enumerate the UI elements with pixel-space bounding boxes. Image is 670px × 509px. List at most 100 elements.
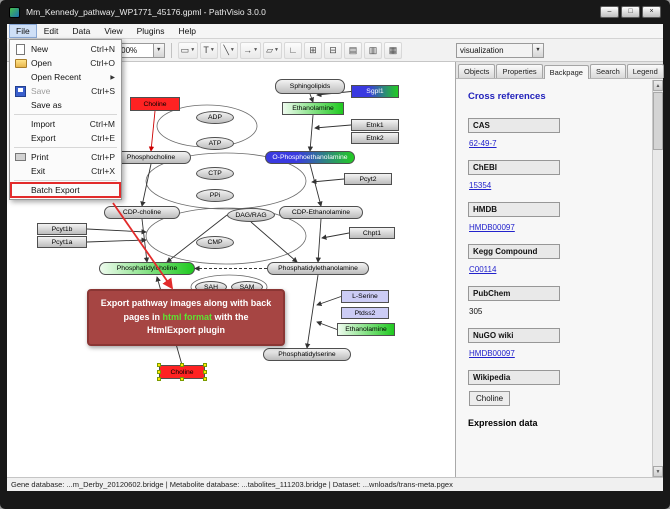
pathway-node-etnk1[interactable]: Etnk1 [351,119,399,131]
menu-item-shortcut: Ctrl+M [89,119,115,129]
file-menu-item-open-recent[interactable]: Open Recent▶ [11,70,120,84]
maximize-button[interactable]: □ [621,6,640,18]
align-horizontal-button[interactable]: ⊞ [303,41,322,59]
shape-tool-button[interactable]: ▱▼ [263,41,282,59]
zoom-select[interactable]: 100% ▼ [112,42,165,58]
visualization-select[interactable]: visualization ▼ [456,42,544,58]
crossref-link[interactable]: HMDB00097 [469,349,515,358]
chevron-down-icon: ▼ [209,47,215,53]
crossref-link[interactable]: HMDB00097 [469,223,515,232]
pathway-node-etnk2[interactable]: Etnk2 [351,132,399,144]
menu-item-icon-slot [13,132,28,144]
tab-backpage[interactable]: Backpage [543,65,589,79]
tab-objects[interactable]: Objects [458,64,496,78]
crossref-link[interactable]: 15354 [469,181,492,190]
pathway-node-sphingolipids[interactable]: Sphingolipids [275,79,345,94]
close-button[interactable]: × [642,6,661,18]
menu-item-shortcut: Ctrl+S [91,86,115,96]
title-bar: Mm_Kennedy_pathway_WP1771_45176.gpml - P… [0,0,670,24]
file-menu-item-batch-export[interactable]: Batch Export [10,182,121,198]
file-menu-item-save-as[interactable]: Save as [11,98,120,112]
menu-plugins[interactable]: Plugins [136,26,165,36]
align-top-button[interactable]: ▥ [363,41,382,59]
backpage-section-chebi: ChEBI 15354 [468,160,651,190]
pathway-node-ctp[interactable]: CTP [196,167,234,180]
pathway-node-chpt1[interactable]: Chpt1 [349,227,395,239]
menu-help[interactable]: Help [178,26,196,36]
line-tool-icon: ╲ [223,44,229,55]
backpage-section-header: ChEBI [468,160,560,175]
scrollbar[interactable]: ▲ ▼ [652,80,663,477]
pathway-node-l_serine[interactable]: L-Serine [341,290,389,303]
menu-item-icon-slot [13,71,28,83]
tab-properties[interactable]: Properties [496,64,543,78]
selection-handle[interactable] [203,363,207,367]
menu-item-shortcut: Ctrl+O [90,58,115,68]
pathway-node-choline_top[interactable]: Choline [130,97,180,111]
selection-handle[interactable] [203,377,207,381]
align-vertical-button[interactable]: ⊟ [323,41,342,59]
pathway-node-ethanolamine_right[interactable]: Ethanolamine [337,323,395,336]
pathway-node-phosphatidylserine[interactable]: Phosphatidylserine [263,348,351,361]
pathway-node-pcyt2[interactable]: Pcyt2 [344,173,392,185]
selection-handle[interactable] [203,370,207,374]
pathway-node-pcyt1b[interactable]: Pcyt1b [37,223,87,235]
pathway-node-cdp_ethanolamine[interactable]: CDP-Ethanolamine [279,206,363,219]
selection-handle[interactable] [157,363,161,367]
pathway-node-sgpl1[interactable]: Sgpl1 [351,85,399,98]
pathway-node-o_phosphoethanolamine[interactable]: O-Phosphoethanolamine [265,151,355,164]
pathway-node-cdp_choline[interactable]: CDP-choline [104,206,180,219]
menu-view[interactable]: View [104,26,123,36]
backpage-section-header: HMDB [468,202,560,217]
pathway-node-atp[interactable]: ATP [196,137,234,150]
file-menu-item-import[interactable]: Import Ctrl+M [11,117,120,131]
align-left-button[interactable]: ▤ [343,41,362,59]
backpage-section-header: PubChem [468,286,560,301]
pathway-node-pcyt1a[interactable]: Pcyt1a [37,236,87,248]
crossref-link[interactable]: C00114 [469,265,497,274]
pathway-node-ptdss2[interactable]: Ptdss2 [341,307,389,319]
scroll-down-icon[interactable]: ▼ [653,466,663,477]
minimize-button[interactable]: – [600,6,619,18]
menu-file[interactable]: File [9,24,37,38]
stack-button[interactable]: ▦ [383,41,402,59]
menu-item-shortcut: Ctrl+E [91,133,115,143]
pathway-node-phosphocholine[interactable]: Phosphocholine [111,151,191,164]
pathway-node-ethanolamine_top[interactable]: Ethanolamine [282,102,344,115]
connector-tool-button[interactable]: ∟ [283,41,302,59]
pathway-node-phosphatidylcholine[interactable]: Phosphatidylcholine [99,262,195,275]
arrow-tool-button[interactable]: →▼ [240,41,262,59]
scroll-up-icon[interactable]: ▲ [653,80,663,91]
selection-handle[interactable] [180,363,184,367]
label-tool-icon: T [203,45,209,55]
selection-handle[interactable] [157,377,161,381]
menu-data[interactable]: Data [72,26,91,36]
menu-edit[interactable]: Edit [43,26,59,36]
menu-item-label: Import [31,119,56,129]
selection-handle[interactable] [180,377,184,381]
pathway-node-phosphatidylethanolamine[interactable]: Phosphatidylethanolamine [267,262,369,275]
line-tool-button[interactable]: ╲▼ [220,41,239,59]
tab-search[interactable]: Search [589,64,626,78]
pathway-node-cmp[interactable]: CMP [196,236,234,249]
label-tool-button[interactable]: T▼ [200,41,219,59]
pathway-node-dag[interactable]: DAG/RAG [227,208,275,222]
pathway-node-ppi[interactable]: PPi [196,189,234,202]
callout-annotation: Export pathway images along with back pa… [87,289,285,346]
tab-legend[interactable]: Legend [626,64,664,78]
crossref-link[interactable]: 62-49-7 [469,139,497,148]
scroll-thumb[interactable] [653,92,663,150]
menu-separator [14,180,117,181]
chevron-down-icon: ▼ [274,47,279,53]
pathway-node-adp[interactable]: ADP [196,111,234,124]
selection-handle[interactable] [157,370,161,374]
datanode-tool-button[interactable]: ▭▼ [177,41,199,59]
